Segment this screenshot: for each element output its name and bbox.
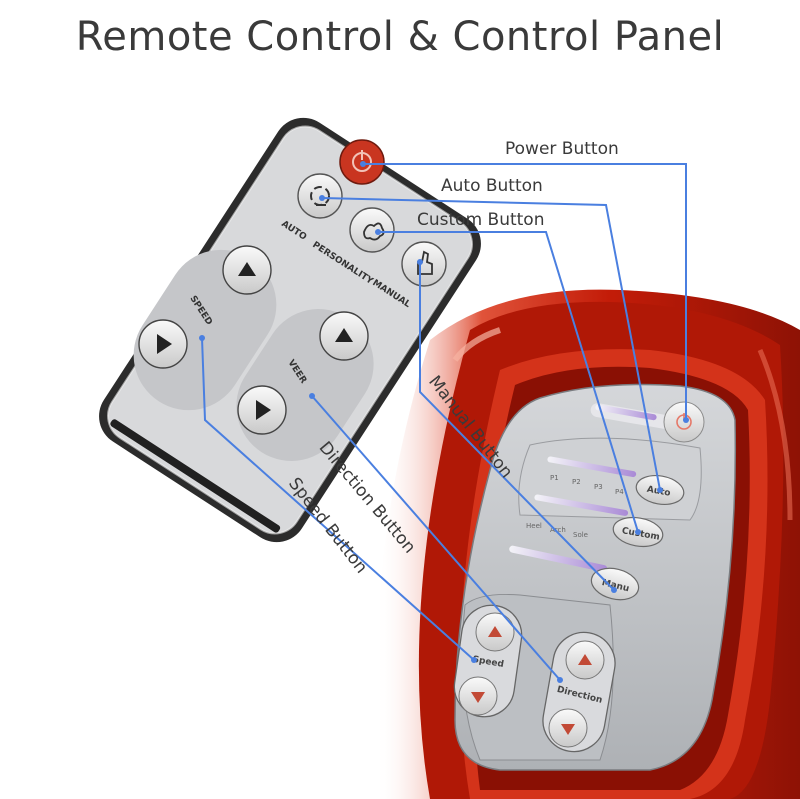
panel-preset-labels: P1 P2 P3 P4 Heel Arch Sole — [526, 474, 624, 539]
preset-p2: P2 — [572, 478, 581, 486]
panel-manual-button[interactable]: Manu — [588, 564, 642, 605]
panel-speed-control[interactable]: Speed — [450, 601, 525, 720]
zone-sole: Sole — [573, 531, 588, 539]
remote-manual-button[interactable] — [401, 241, 447, 287]
preset-p3: P3 — [594, 483, 603, 491]
zone-arch: Arch — [550, 526, 566, 534]
remote-speed-up-button[interactable] — [222, 245, 272, 295]
panel-direction-control[interactable]: Direction — [538, 628, 620, 757]
page-title: Remote Control & Control Panel — [75, 14, 725, 60]
callout-lines — [199, 161, 689, 683]
auto-button-callout: Auto Button — [441, 176, 543, 196]
custom-button-callout: Custom Button — [417, 210, 545, 230]
remote-veer-up-button[interactable] — [319, 311, 369, 361]
preset-p1: P1 — [550, 474, 559, 482]
custom-callout-line — [378, 231, 639, 533]
zone-heel: Heel — [526, 522, 542, 530]
direction-callout-line — [311, 395, 561, 681]
speed-callout-line — [201, 337, 475, 661]
manual-callout-line — [419, 262, 615, 591]
auto-callout-line — [321, 197, 661, 491]
power-button-callout: Power Button — [505, 139, 619, 159]
remote-custom-button[interactable] — [349, 207, 395, 253]
remote-speed-down-button[interactable] — [138, 319, 188, 369]
preset-p4: P4 — [615, 488, 624, 496]
remote-veer-down-button[interactable] — [237, 385, 287, 435]
power-callout-line — [363, 163, 687, 420]
